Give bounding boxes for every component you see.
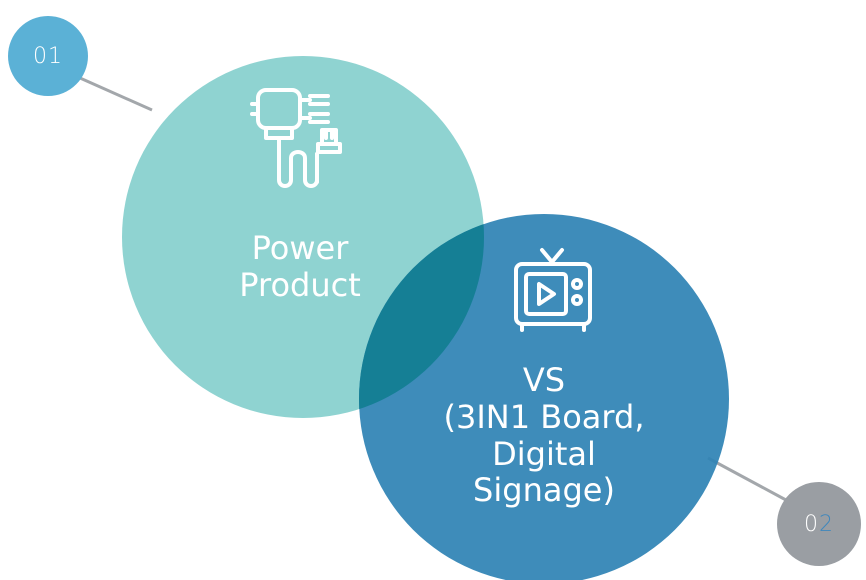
- power-plug-icon: [250, 88, 342, 188]
- power-product-label-line-1: Power: [251, 229, 349, 267]
- badge-01: 01: [8, 16, 88, 96]
- power-product-label: Power Product: [170, 230, 430, 304]
- power-product-label-line-2: Product: [239, 265, 361, 304]
- connector-line-01: [79, 76, 153, 112]
- vs-label-line-4: Signage): [473, 471, 615, 510]
- connector-line-02: [707, 456, 787, 502]
- badge-01-label: 01: [33, 43, 63, 69]
- vs-label-line-3: Digital: [492, 434, 596, 473]
- badge-02-label-suffix: 2: [819, 511, 834, 537]
- vs-label: VS (3IN1 Board, Digital Signage): [394, 362, 694, 509]
- vs-label-line-2: (3IN1 Board,: [443, 397, 645, 436]
- vs-label-line-1: VS: [522, 361, 566, 399]
- badge-02-label-prefix: 0: [804, 511, 819, 537]
- tv-icon: [514, 248, 592, 332]
